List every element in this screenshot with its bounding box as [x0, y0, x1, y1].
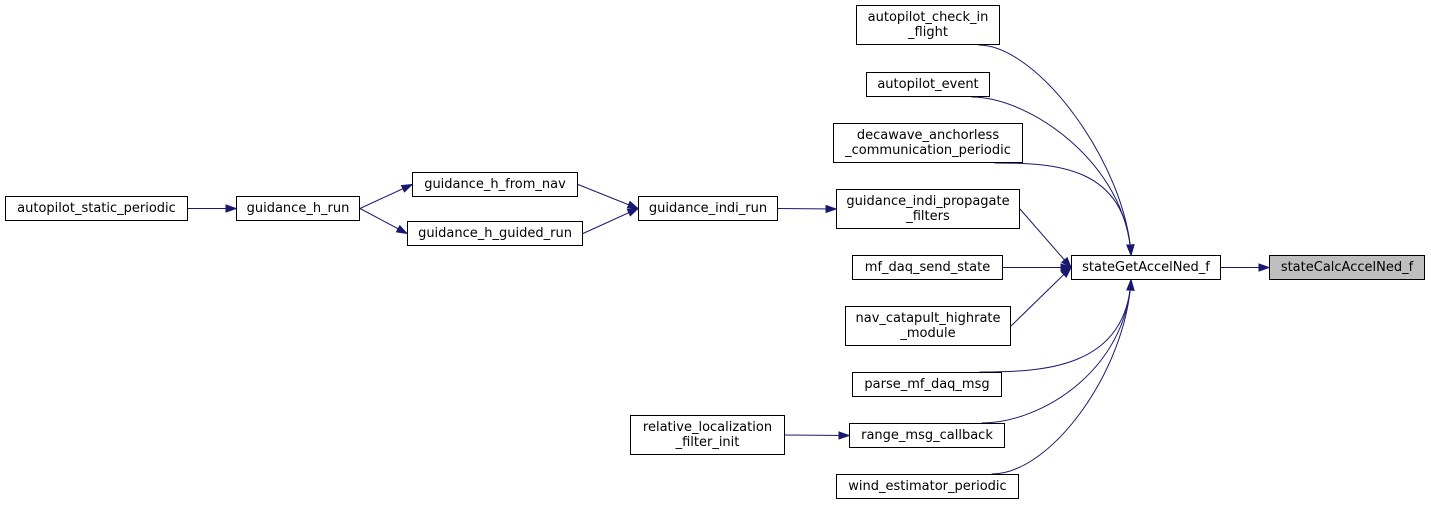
arrowhead: [1060, 263, 1073, 272]
node-guidance-h-from-nav[interactable]: guidance_h_from_nav: [412, 172, 578, 197]
node-range-msg-callback[interactable]: range_msg_callback: [849, 423, 1005, 448]
arrowhead: [225, 204, 238, 213]
arrowhead: [400, 183, 414, 193]
arrowhead: [1060, 256, 1072, 269]
node-autopilot-static-periodic[interactable]: autopilot_static_periodic: [5, 196, 188, 221]
arrowhead: [395, 224, 409, 235]
node-guidance-indi-propagate-filters[interactable]: guidance_indi_propagate _filters: [836, 189, 1020, 229]
edge-guidance_h_from_nav-to-guidance_indi_run: [577, 184, 639, 209]
edge-nav_catapult-to-stateGetAccelNed_f: [1010, 267, 1072, 327]
edge-relative_localization-to-range_msg_callback: [784, 434, 850, 436]
node-relative-localization-filter-init[interactable]: relative_localization _filter_init: [630, 415, 785, 455]
arrowhead: [838, 431, 851, 440]
node-wind-estimator-periodic[interactable]: wind_estimator_periodic: [836, 474, 1019, 499]
node-state-calc-accel-ned-f: stateCalcAccelNed_f: [1269, 255, 1425, 280]
arrowhead: [626, 207, 640, 217]
node-state-get-accel-ned-f[interactable]: stateGetAccelNed_f: [1071, 255, 1221, 280]
node-autopilot-event[interactable]: autopilot_event: [866, 72, 990, 97]
edge-decawave-to-stateGetAccelNed_f: [994, 162, 1132, 256]
edge-wind_estimator_periodic-to-stateGetAccelNed_f: [991, 279, 1132, 475]
edge-parse_mf_daq_msg-to-stateGetAccelNed_f: [979, 279, 1132, 373]
node-mf-daq-send-state[interactable]: mf_daq_send_state: [852, 255, 1003, 280]
arrowhead: [825, 204, 838, 214]
arrowhead: [1258, 263, 1271, 272]
node-nav-catapult-highrate-module[interactable]: nav_catapult_highrate _module: [845, 306, 1011, 346]
node-guidance-indi-run[interactable]: guidance_indi_run: [638, 196, 778, 221]
node-autopilot-check-in-flight[interactable]: autopilot_check_in _flight: [856, 5, 1000, 45]
edge-autopilot_check_in_flight-to-stateGetAccelNed_f: [978, 44, 1132, 256]
node-guidance-h-run[interactable]: guidance_h_run: [236, 196, 360, 221]
edge-autopilot_event-to-stateGetAccelNed_f: [971, 96, 1132, 256]
arrowhead: [626, 200, 640, 210]
arrowhead: [1126, 244, 1135, 257]
node-decawave-anchorless-communication-periodic[interactable]: decawave_anchorless _communication_perio…: [833, 123, 1023, 163]
node-guidance-h-guided-run[interactable]: guidance_h_guided_run: [407, 221, 583, 246]
node-parse-mf-daq-msg[interactable]: parse_mf_daq_msg: [852, 372, 1002, 397]
edge-range_msg_callback-to-stateGetAccelNed_f: [981, 279, 1132, 424]
arrowhead: [1060, 266, 1073, 278]
edge-guidance_indi_propagate-to-stateGetAccelNed_f: [1019, 208, 1072, 268]
arrowhead: [1126, 278, 1135, 291]
